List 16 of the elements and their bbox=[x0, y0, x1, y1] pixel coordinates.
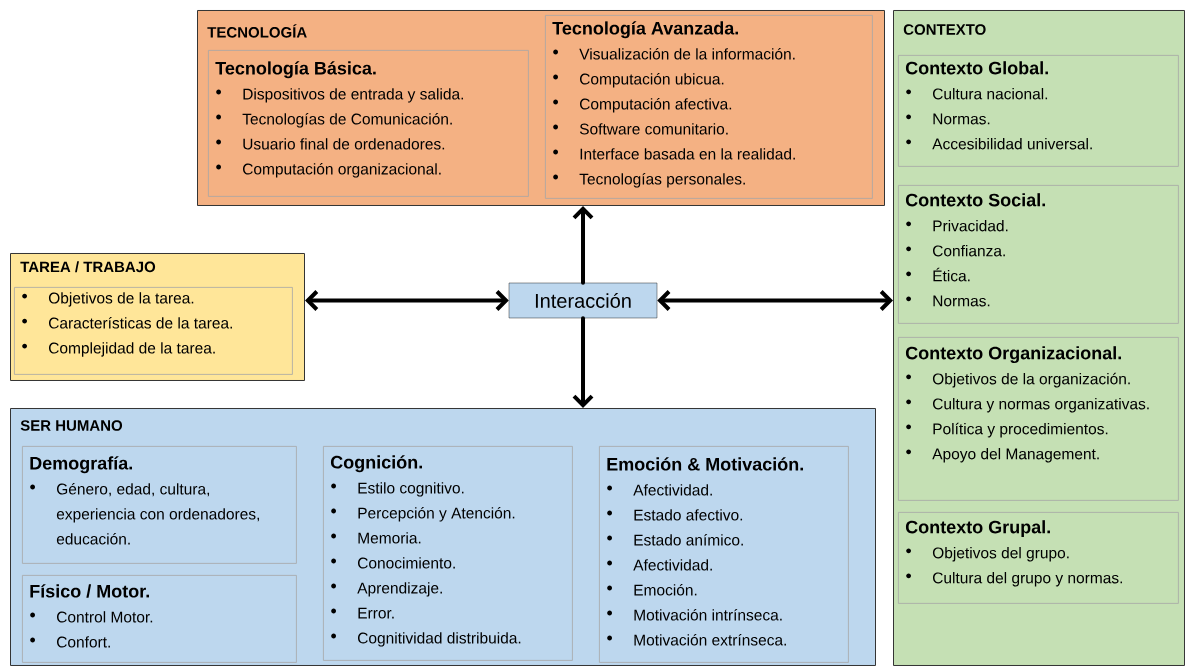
factor-box: Tecnología Avanzada. Visualización de la información. Computación ubicua. Computación afectiva. Software comunitario. Interface basada en la realidad. Tecnologías personales. bbox=[545, 15, 873, 199]
arrow bbox=[657, 290, 893, 311]
arrow bbox=[572, 206, 594, 285]
factor-box: Objetivos de la tarea. Características de la tarea. Complejidad de la tarea. bbox=[14, 287, 293, 375]
factor-box: Físico / Motor. Control Motor. Confort. bbox=[22, 575, 297, 663]
factor-box: Contexto Organizacional. Objetivos de la organización. Cultura y normas organizativas. Política y procedimientos. Apoyo del Management. bbox=[898, 337, 1179, 501]
factor-box: Cognición. Estilo cognitivo. Percepción y Atención. Memoria. Conocimiento. Aprendizaje. Error. Cognitividad distribuida. bbox=[323, 446, 573, 661]
factor-box: Contexto Global. Cultura nacional. Normas. Accesibilidad universal. bbox=[898, 55, 1179, 167]
interaction-box: Interacción bbox=[508, 282, 658, 319]
factor-box: Contexto Social. Privacidad. Confianza. Ética. Normas. bbox=[898, 185, 1179, 324]
arrow bbox=[305, 290, 509, 311]
factor-box: Tecnología Básica. Dispositivos de entrada y salida. Tecnologías de Comunicación. Usuario final de ordenadores. Computación organizacional. bbox=[208, 50, 529, 197]
factor-box: Emoción & Motivación. Afectividad. Estado afectivo. Estado anímico. Afectividad. Emoción. Motivación intrínseca. Motivación extrínseca. bbox=[599, 446, 849, 663]
factor-box: Demografía. Género, edad, cultura, experiencia con ordenadores, educación. bbox=[22, 446, 297, 564]
factor-box: Contexto Grupal. Objetivos del grupo. Cultura del grupo y normas. bbox=[898, 512, 1179, 604]
arrow bbox=[572, 316, 594, 408]
